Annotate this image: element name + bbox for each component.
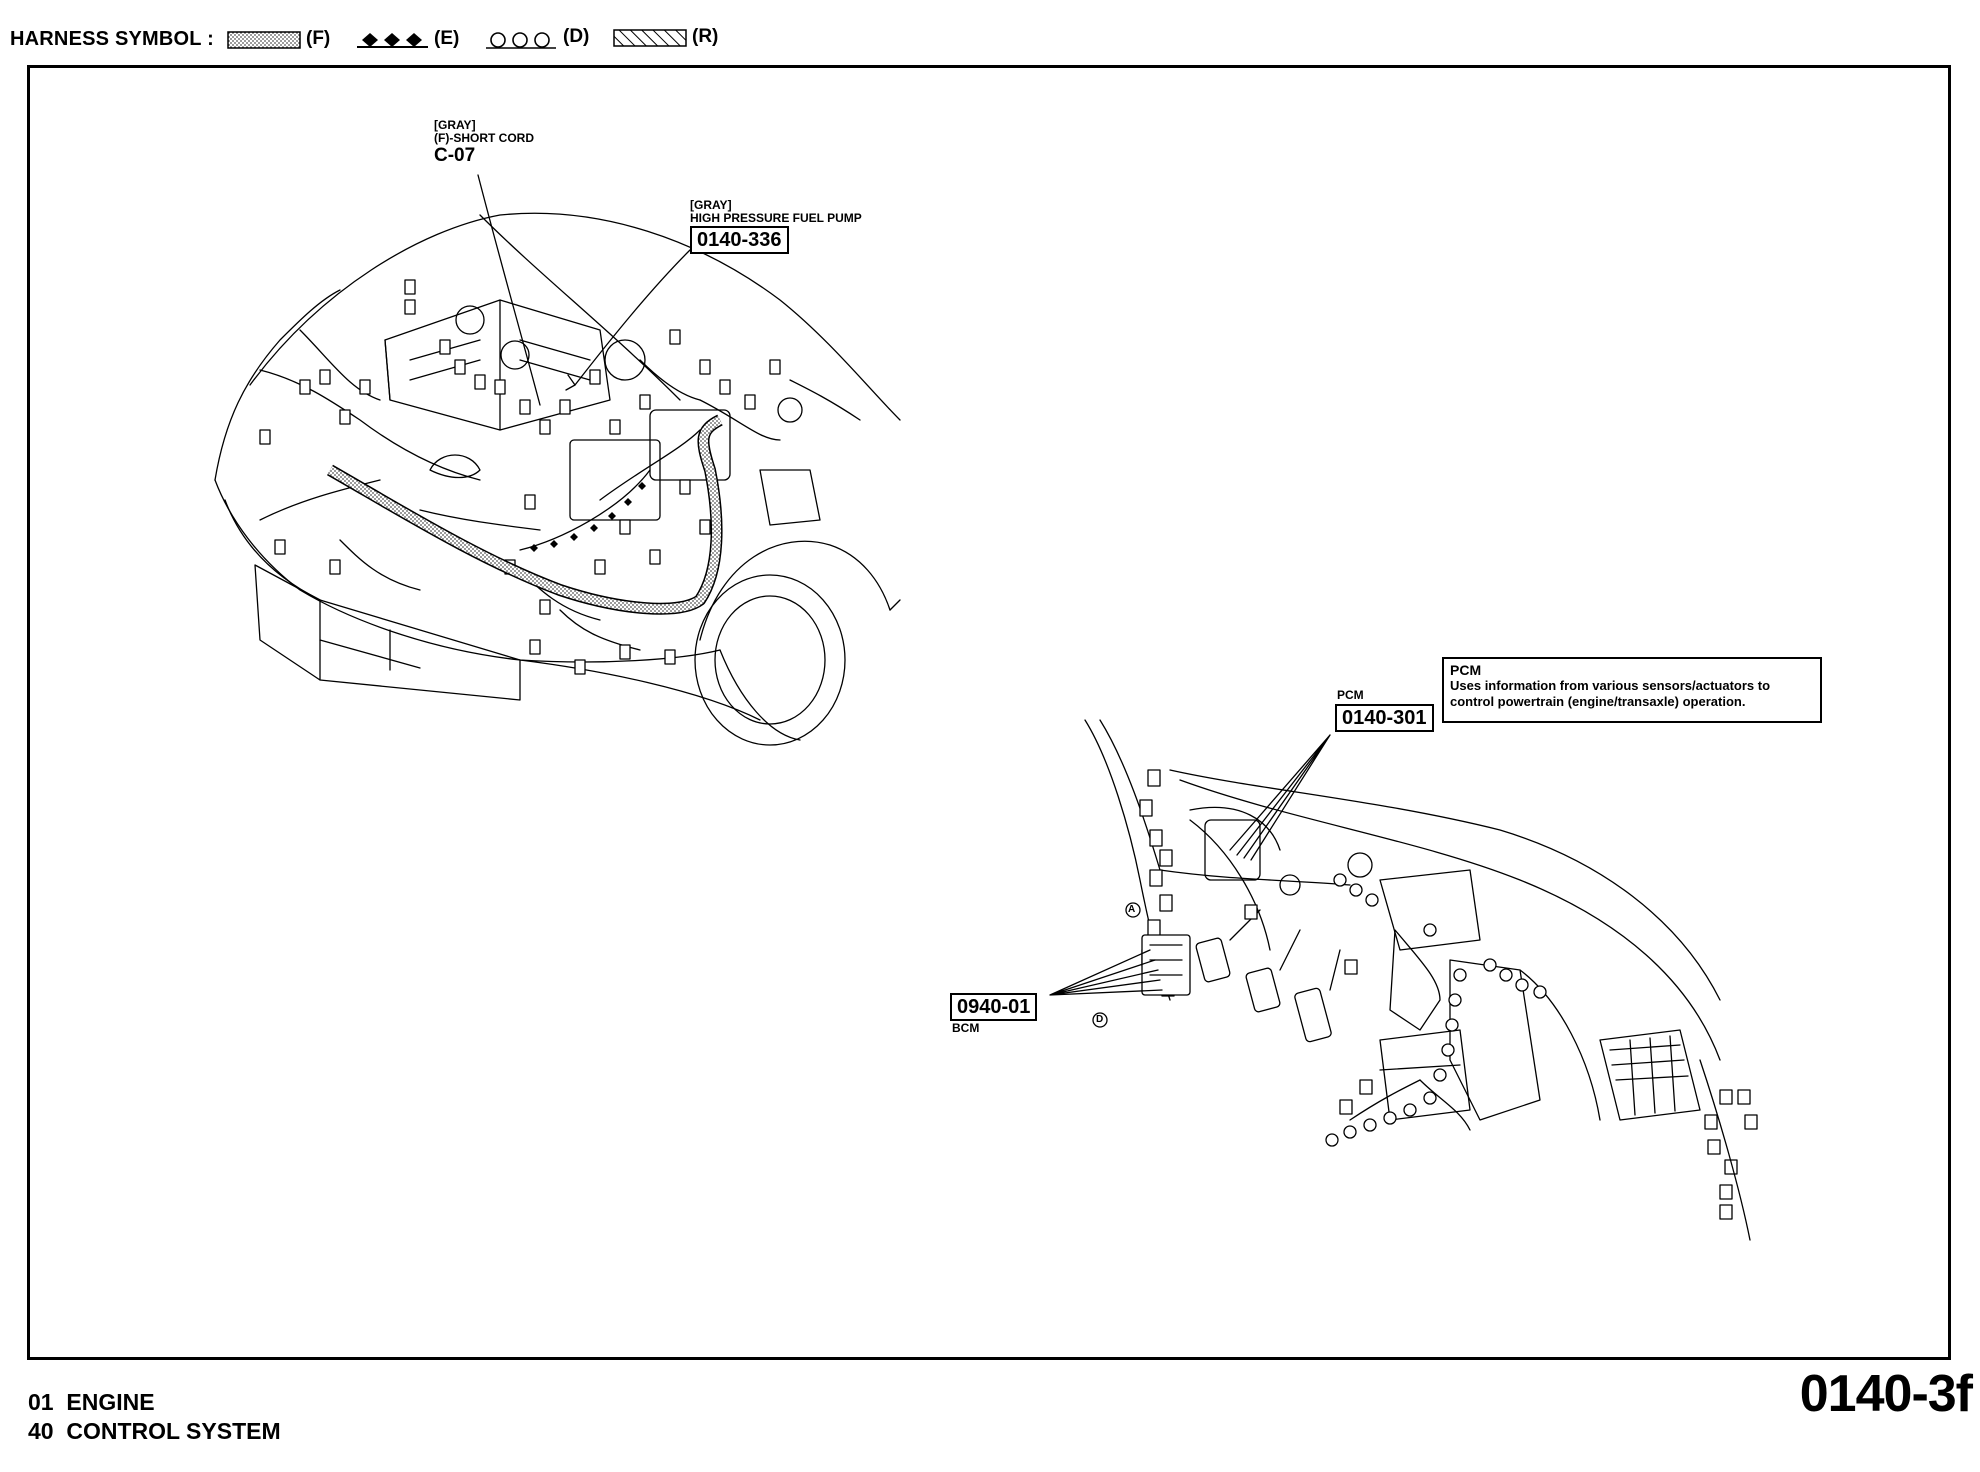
pcm-label: PCM: [1337, 688, 1364, 702]
c07-desc-label: (F)-SHORT CORD: [434, 131, 534, 145]
fuel-pump-color-label: [GRAY]: [690, 198, 732, 212]
pcm-info-title: PCM: [1450, 662, 1482, 678]
symbol-r-label: (R): [692, 26, 719, 47]
footer-section-title: ENGINE: [66, 1389, 155, 1415]
pcm-info-line2: control powertrain (engine/transaxle) op…: [1450, 694, 1746, 709]
footer-section-engine: 01 ENGINE: [28, 1389, 155, 1416]
pcm-info-box: PCM Uses information from various sensor…: [1442, 657, 1822, 723]
symbol-d-swatch: [486, 32, 556, 49]
symbol-e-label: (E): [434, 28, 460, 49]
bcm-connector-code: 0940-01: [950, 993, 1038, 1021]
harness-symbol-title: HARNESS SYMBOL :: [10, 28, 214, 50]
fuel-pump-connector-code: 0140-336: [690, 226, 789, 254]
pcm-info-line1: Uses information from various sensors/ac…: [1450, 678, 1771, 693]
pcm-connector-code: 0140-301: [1335, 704, 1434, 732]
footer-section-number: 01: [28, 1389, 54, 1415]
marker-d: D: [1096, 1014, 1104, 1025]
symbol-d-label: (D): [563, 26, 590, 47]
footer-subsection-number: 40: [28, 1418, 54, 1444]
symbol-f-swatch: [227, 31, 301, 49]
engine-compartment-drawing: [214, 174, 901, 746]
page-code: 0140-3f: [1799, 1365, 1973, 1423]
footer-subsection-title: CONTROL SYSTEM: [66, 1418, 281, 1444]
c07-connector-code: C-07: [434, 145, 476, 166]
footer-subsection-control: 40 CONTROL SYSTEM: [28, 1418, 281, 1445]
marker-a: A: [1128, 904, 1136, 915]
harness-symbol-legend: [227, 29, 687, 49]
fuel-pump-desc-label: HIGH PRESSURE FUEL PUMP: [690, 211, 862, 225]
dashboard-drawing: [1049, 719, 1758, 1241]
symbol-e-swatch: [357, 33, 428, 48]
symbol-r-swatch: [613, 29, 687, 47]
symbol-f-label: (F): [306, 28, 331, 49]
diagram-frame: [27, 65, 1951, 1360]
c07-color-label: [GRAY]: [434, 118, 476, 132]
bcm-label: BCM: [952, 1021, 980, 1035]
